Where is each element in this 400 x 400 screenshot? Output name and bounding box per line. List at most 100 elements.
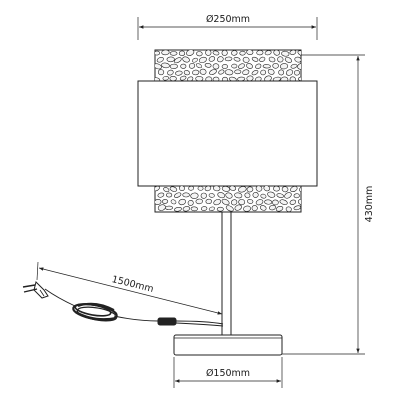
pebble: [273, 186, 280, 192]
pebble: [294, 56, 301, 63]
base-diameter-label: Ø150mm: [206, 368, 250, 379]
pebble: [205, 50, 212, 56]
pebble: [231, 199, 238, 206]
pebble: [204, 62, 212, 68]
pebble: [217, 192, 226, 199]
pebble: [221, 186, 230, 192]
pebble: [204, 186, 212, 192]
pebble: [224, 56, 233, 62]
pebble: [289, 50, 297, 55]
pebble: [239, 50, 246, 56]
height-label: 430mm: [364, 186, 375, 223]
pebble: [264, 50, 272, 56]
pebble: [255, 199, 264, 206]
pebble: [238, 63, 245, 69]
pebble: [279, 199, 288, 205]
pebble: [262, 64, 271, 69]
pebble: [293, 193, 300, 199]
pebble: [156, 56, 164, 63]
pebble: [216, 206, 224, 212]
pebble: [247, 199, 254, 204]
pebble: [179, 75, 187, 81]
height-dimension: 430mm: [282, 54, 375, 355]
pebble: [290, 63, 298, 69]
power-cable: [22, 281, 224, 327]
pebble: [200, 192, 207, 199]
pebble: [157, 192, 165, 198]
shade-diameter-label: Ø250mm: [206, 14, 250, 25]
pebble: [259, 56, 266, 62]
pebble: [284, 192, 292, 199]
pebble: [190, 192, 199, 199]
pebble: [279, 63, 289, 70]
pebble: [268, 56, 276, 63]
pebble: [173, 206, 182, 212]
pebble: [289, 199, 297, 205]
pebble: [221, 198, 230, 206]
pebble: [157, 204, 166, 211]
pebble: [272, 63, 279, 69]
pebble: [209, 69, 217, 75]
pebble: [155, 63, 162, 70]
pebble: [208, 206, 215, 212]
pebble: [267, 68, 275, 75]
pebble: [192, 57, 198, 63]
pebble: [182, 56, 190, 63]
pebble: [224, 69, 234, 76]
pebble: [180, 63, 187, 69]
pebble: [173, 57, 182, 64]
pebble: [155, 50, 161, 56]
pebble: [225, 205, 234, 212]
pebble: [167, 69, 174, 76]
pebble: [246, 50, 254, 56]
pebble: [195, 198, 203, 205]
pebble: [246, 186, 254, 193]
pebble: [188, 63, 196, 69]
pebble: [252, 192, 259, 198]
pebble: [196, 51, 203, 57]
pebble: [243, 205, 251, 212]
lamp-base: [173, 334, 283, 356]
pebble: [231, 50, 238, 56]
pebble: [238, 199, 246, 206]
pebble: [290, 186, 298, 193]
pebble: [263, 186, 270, 192]
pebble: [284, 57, 293, 63]
pebble: [187, 200, 194, 206]
pebble: [178, 50, 186, 57]
pebble: [244, 192, 251, 199]
pebble: [213, 199, 222, 206]
pebble: [200, 206, 208, 211]
pebble: [164, 205, 173, 210]
pebble: [205, 198, 212, 205]
pebble: [251, 69, 259, 76]
pebble: [251, 56, 259, 62]
pebble: [281, 186, 289, 193]
pebble: [155, 199, 162, 205]
pebble: [267, 191, 276, 198]
cable-length-label: 1500mm: [111, 274, 155, 295]
lamp-stem: [221, 211, 232, 337]
pebble: [198, 56, 207, 64]
shade-body: [137, 80, 318, 187]
pebble: [242, 69, 250, 76]
base-width-dimension: Ø150mm: [173, 357, 283, 388]
pebble: [169, 51, 178, 56]
pebble: [285, 69, 294, 76]
pebble: [234, 204, 242, 211]
pebble: [255, 186, 263, 192]
pebble: [155, 186, 160, 192]
pebble: [297, 50, 301, 56]
pebble: [178, 198, 186, 206]
pebble: [273, 50, 280, 56]
pebble: [162, 76, 169, 81]
pebble: [182, 192, 190, 198]
pebble: [179, 186, 185, 192]
pebble: [174, 192, 182, 198]
pebble: [218, 69, 225, 75]
pebble: [229, 186, 237, 191]
pebble: [264, 75, 272, 81]
pebble: [188, 186, 195, 191]
pebble: [275, 206, 284, 212]
